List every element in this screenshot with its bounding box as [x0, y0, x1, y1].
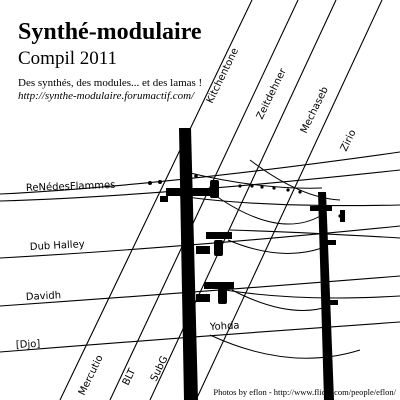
header: Synthé-modulaire Compil 2011 Des synthés…	[18, 18, 202, 103]
artist-label: Kitchentone	[205, 46, 241, 105]
power-pole-icon	[160, 128, 234, 400]
artist-label: Mercutio	[77, 354, 106, 398]
artist-label: Mechaseb	[299, 85, 331, 135]
artist-label: Zeitdehner	[255, 66, 289, 121]
artist-label: Davidh	[26, 290, 62, 303]
artist-label: Zirio	[339, 128, 359, 153]
artist-label: [Djo]	[16, 339, 41, 351]
artist-label: Yohda	[209, 320, 240, 333]
forum-url: http://synthe-modulaire.forumactif.com/	[18, 90, 195, 102]
artist-label: BLT	[121, 366, 139, 387]
bird-icon	[148, 174, 342, 218]
sagging-wires	[185, 159, 361, 359]
diagonal-wires	[59, 0, 383, 400]
artist-label: ReNédesFlammes	[26, 179, 116, 194]
page-title: Synthé-modulaire	[18, 19, 202, 45]
power-pole-icon-secondary	[310, 192, 345, 400]
tagline: Des synthés, des modules... et des lamas…	[18, 77, 203, 89]
artist-label: Dub Halley	[30, 239, 85, 253]
photo-credit: Photos by eflon - http://www.flickr.com/…	[213, 387, 396, 397]
page-subtitle: Compil 2011	[18, 48, 118, 69]
artist-label: SubG	[149, 354, 171, 383]
